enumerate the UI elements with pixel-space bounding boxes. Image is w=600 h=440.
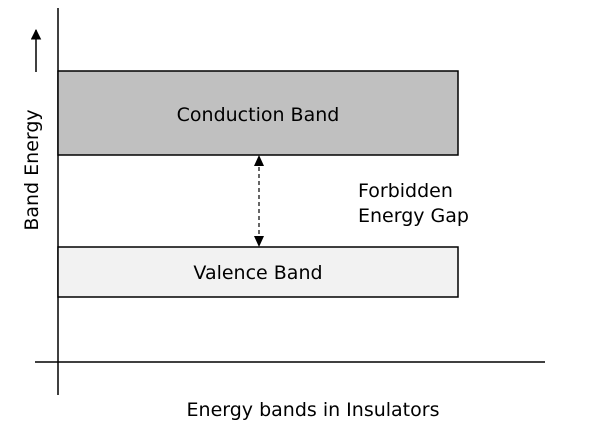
valence-band xyxy=(57,246,459,298)
energy-gap-label-line1: Forbidden xyxy=(358,180,453,202)
valence-band-label: Valence Band xyxy=(193,262,322,284)
energy-gap-label-line2: Energy Gap xyxy=(358,205,469,227)
energy-gap-arrow-up-head xyxy=(254,155,264,166)
diagram-caption: Energy bands in Insulators xyxy=(187,399,440,421)
conduction-band-label: Conduction Band xyxy=(177,104,340,126)
energy-gap-arrow-down-head xyxy=(254,236,264,247)
conduction-band xyxy=(57,70,459,156)
y-axis-label: Band Energy xyxy=(21,109,43,230)
